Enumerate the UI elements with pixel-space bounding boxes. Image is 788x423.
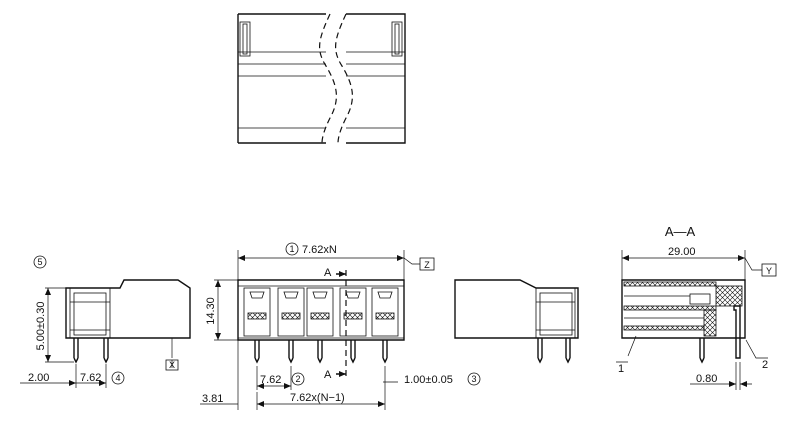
section-title: A—A [665,224,696,239]
offset-dim: 2.00 [28,372,49,384]
callout-1: 1 [618,363,624,375]
pins [254,340,388,364]
right-side-view [454,279,579,364]
ref-circle-2 [291,372,305,386]
span-dim: 7.62x(N−1) [290,392,345,404]
row-pitch-dim: 7.62 [80,372,101,384]
tail-dim: 0.80 [696,373,717,385]
pitch-dim: 7.62 [260,374,281,386]
edge-dim: 3.81 [202,393,223,405]
height-dim: 14.30 [205,297,217,325]
section-length-dim: 29.00 [668,246,696,258]
datum-y: Y [766,266,772,276]
datum-z: Z [424,260,430,270]
break-line [319,13,337,144]
ref-circle-4 [111,371,125,385]
datum-x: X [169,360,175,370]
section-view [616,250,777,390]
section-mark-bottom: A [324,369,332,381]
pin-length-dim: 5.00±0.30 [35,302,47,351]
ref-label-3: 3 [471,374,476,384]
pin-width-dim: 1.00±0.05 [404,374,453,386]
ref-circle-1 [285,242,299,256]
ref-label-4: 4 [115,373,120,383]
ref-label-1: 1 [289,244,294,254]
width-dim: 7.62xN [302,244,337,256]
ref-label-5: 5 [37,257,42,267]
terminal-cells [243,287,399,337]
ref-label-2: 2 [295,374,300,384]
section-mark-top: A [324,267,332,279]
front-view [200,250,435,410]
ref-circle-3 [467,372,481,386]
left-side-view [20,279,191,388]
top-view [237,13,406,144]
ref-circle-5 [33,255,47,269]
callout-2: 2 [762,359,768,371]
